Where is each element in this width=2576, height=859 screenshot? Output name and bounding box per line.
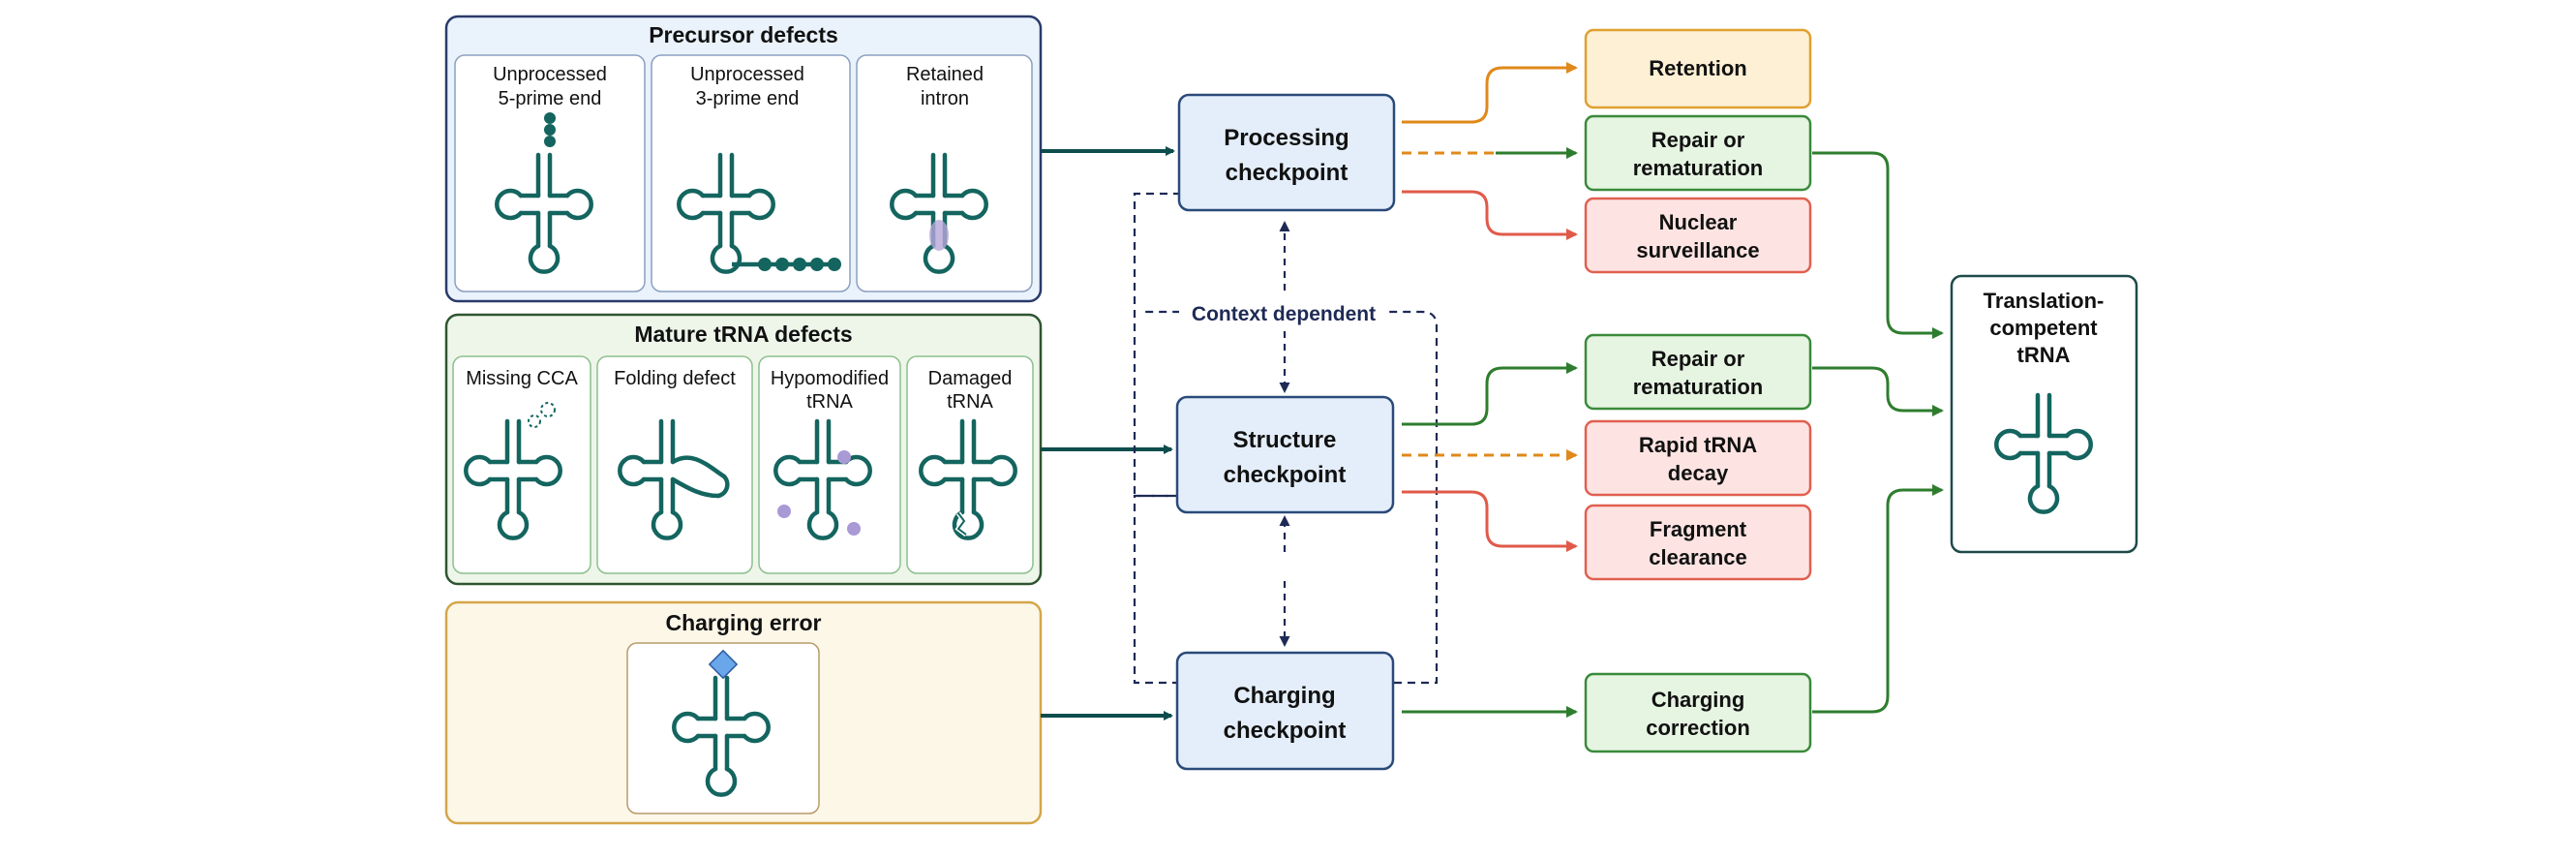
rapid-line1: Rapid tRNA [1639, 433, 1757, 457]
fragment-line2: clearance [1649, 545, 1747, 569]
charging-correction-line2: correction [1646, 716, 1750, 740]
fragment-clearance-box: Fragment clearance [1584, 504, 1812, 581]
repair1-line2: rematuration [1633, 156, 1763, 180]
modification-icon [777, 450, 861, 536]
missing-cca-card: Missing CCA [452, 355, 591, 574]
retained-intron-label-1: Retained [906, 64, 984, 85]
hypomodified-label-2: tRNA [806, 391, 853, 413]
charging-error-card [626, 642, 820, 814]
nuclear-line2: surveillance [1636, 238, 1759, 262]
hypomodified-label-1: Hypomodified [771, 368, 889, 389]
three-prime-trailer-icon [732, 258, 841, 271]
repair2-line1: Repair or [1652, 347, 1745, 371]
repair-rematuration-box-2: Repair or rematuration [1584, 333, 1812, 411]
misfolded-trna-icon [618, 418, 730, 540]
final-line1: Translation- [1984, 289, 2105, 313]
nuclear-surveillance-box: Nuclear surveillance [1584, 197, 1812, 274]
retention-box: Retention [1584, 28, 1812, 109]
intron-icon [929, 220, 949, 251]
damaged-trna-label-2: tRNA [947, 391, 993, 413]
mature-defects-title: Mature tRNA defects [634, 322, 852, 347]
charging-checkpoint-line2: checkpoint [1224, 718, 1347, 744]
charging-error-group: Charging error [444, 600, 1043, 825]
retained-intron-card: Retained intron [856, 54, 1033, 292]
five-prime-leader-icon [544, 112, 556, 147]
amino-acid-diamond-icon [708, 649, 739, 680]
charging-checkpoint-line1: Charging [1233, 683, 1335, 709]
precursor-defects-group: Precursor defects Unprocessed 5-prime en… [444, 15, 1043, 303]
damaged-trna-label-1: Damaged [928, 368, 1013, 389]
processing-checkpoint-line2: checkpoint [1226, 160, 1349, 186]
repair1-line1: Repair or [1652, 128, 1745, 152]
rapid-line2: decay [1668, 461, 1729, 485]
final-arrows [1812, 151, 1944, 714]
final-line2: competent [1989, 316, 2098, 340]
folding-defect-label: Folding defect [614, 368, 736, 389]
repair2-line2: rematuration [1633, 375, 1763, 399]
precursor-defects-title: Precursor defects [649, 22, 838, 47]
unprocessed-5prime-label-2: 5-prime end [499, 88, 602, 109]
mature-defects-group: Mature tRNA defects Missing CCA Folding … [444, 313, 1043, 586]
folding-defect-card: Folding defect [596, 355, 753, 574]
context-dependent-label: Context dependent [1192, 303, 1376, 325]
unprocessed-3prime-card: Unprocessed 3-prime end [651, 54, 851, 292]
unprocessed-3prime-label-1: Unprocessed [690, 64, 804, 85]
unprocessed-5prime-card: Unprocessed 5-prime end [454, 54, 646, 292]
unprocessed-3prime-label-2: 3-prime end [696, 88, 800, 109]
missing-cca-label: Missing CCA [466, 368, 578, 389]
charging-error-title: Charging error [665, 610, 821, 635]
translation-competent-trna-box: Translation- competent tRNA [1950, 274, 2138, 554]
processing-checkpoint-box: Processing checkpoint [1177, 93, 1396, 212]
damaged-trna-card: Damaged tRNA [906, 355, 1034, 574]
outcome-arrows [1402, 62, 1578, 718]
processing-checkpoint-line1: Processing [1224, 125, 1349, 151]
repair-rematuration-box-1: Repair or rematuration [1584, 114, 1812, 192]
charging-checkpoint-box: Charging checkpoint [1175, 651, 1395, 771]
structure-checkpoint-line2: checkpoint [1224, 462, 1347, 488]
structure-checkpoint-line1: Structure [1233, 427, 1337, 453]
charging-correction-line1: Charging [1652, 688, 1745, 712]
final-line3: tRNA [2017, 343, 2071, 367]
retained-intron-label-2: intron [921, 88, 969, 109]
rapid-trna-decay-box: Rapid tRNA decay [1584, 419, 1812, 497]
input-arrows [1041, 146, 1175, 721]
missing-cca-icon [528, 402, 556, 428]
unprocessed-5prime-label-1: Unprocessed [493, 64, 607, 85]
charging-correction-box: Charging correction [1584, 672, 1812, 753]
hypomodified-trna-card: Hypomodified tRNA [758, 355, 901, 574]
context-dependent-links: Context dependent [1133, 192, 1439, 685]
retention-label: Retention [1649, 56, 1746, 80]
fragment-line1: Fragment [1650, 517, 1747, 541]
structure-checkpoint-box: Structure checkpoint [1175, 395, 1395, 514]
nuclear-line1: Nuclear [1659, 210, 1738, 234]
